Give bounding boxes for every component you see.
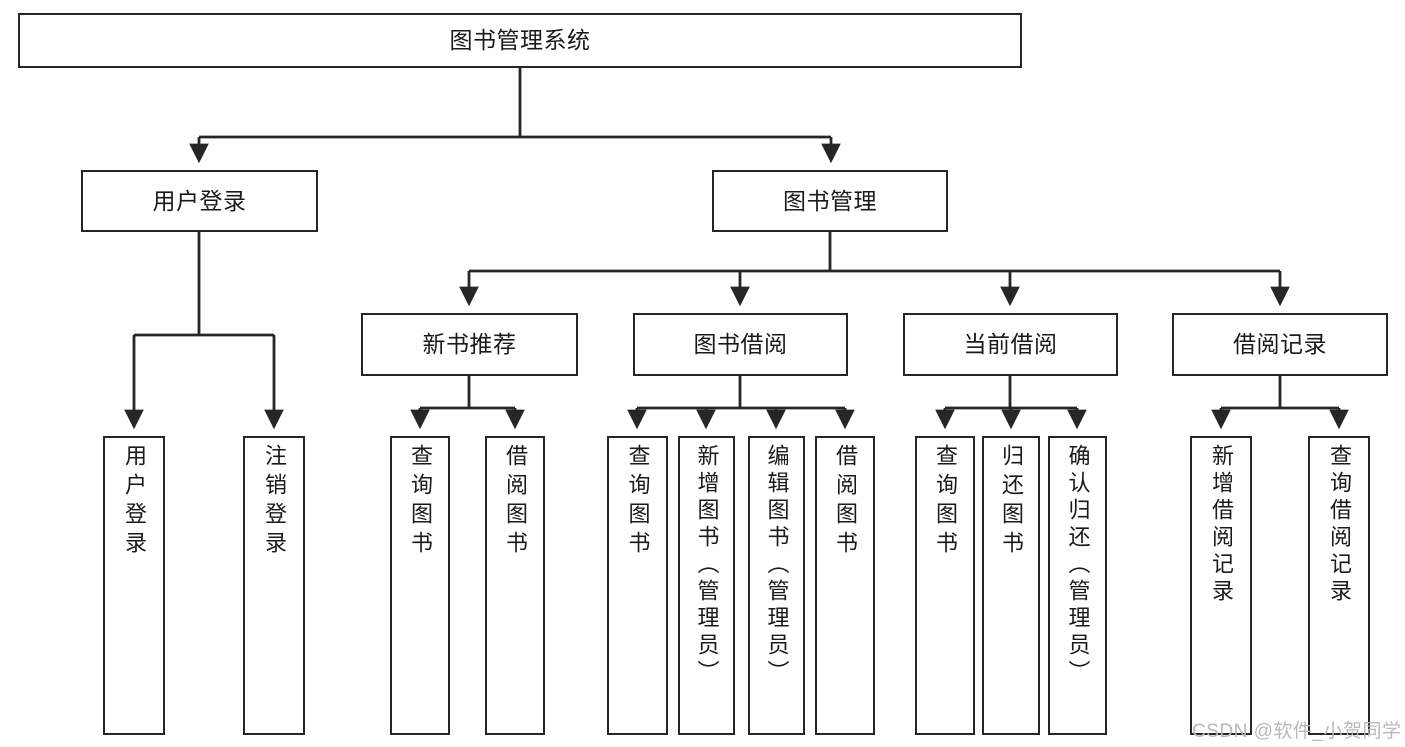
csdn-watermark: CSDN @软件_小贺同学 (1192, 721, 1402, 742)
node-user-login-label: 用户登录 (152, 187, 247, 214)
node-user-login[interactable]: 用户登录 (81, 170, 318, 232)
node-leaf-user-login[interactable]: 用户登录 (103, 436, 165, 735)
node-leaf-add-record[interactable]: 新增借阅记录 (1190, 436, 1252, 735)
node-book-manage-label: 图书管理 (783, 187, 877, 214)
node-leaf-query-book-bb-label: 查询图书 (625, 444, 651, 560)
node-leaf-query-book-rec[interactable]: 查询图书 (390, 436, 450, 735)
node-leaf-query-record-label: 查询借阅记录 (1327, 444, 1352, 606)
node-leaf-edit-book-label: 编辑图书（管理员） (764, 444, 790, 687)
node-leaf-return-book[interactable]: 归还图书 (982, 436, 1040, 735)
node-leaf-add-book-label: 新增图书（管理员） (694, 444, 720, 687)
node-leaf-confirm-return[interactable]: 确认归还（管理员） (1048, 436, 1107, 735)
node-leaf-query-book-bb[interactable]: 查询图书 (607, 436, 668, 735)
node-leaf-query-record[interactable]: 查询借阅记录 (1308, 436, 1370, 735)
node-book-borrow[interactable]: 图书借阅 (633, 313, 848, 376)
node-borrow-record-label: 借阅记录 (1233, 331, 1327, 358)
node-leaf-add-book[interactable]: 新增图书（管理员） (678, 436, 735, 735)
node-root-label: 图书管理系统 (449, 27, 591, 54)
node-leaf-return-book-label: 归还图书 (999, 444, 1024, 560)
node-leaf-user-logout-label: 注销登录 (262, 444, 287, 560)
node-leaf-user-logout[interactable]: 注销登录 (243, 436, 305, 735)
node-leaf-query-book-cb[interactable]: 查询图书 (915, 436, 975, 735)
node-new-book-recommend-label: 新书推荐 (422, 331, 517, 358)
node-book-borrow-label: 图书借阅 (693, 331, 788, 358)
node-leaf-borrow-book-rec[interactable]: 借阅图书 (485, 436, 545, 735)
node-leaf-confirm-return-label: 确认归还（管理员） (1065, 444, 1091, 687)
node-leaf-edit-book[interactable]: 编辑图书（管理员） (748, 436, 805, 735)
node-book-manage[interactable]: 图书管理 (712, 170, 948, 232)
node-leaf-borrow-book-bb-label: 借阅图书 (833, 444, 858, 560)
node-leaf-user-login-label: 用户登录 (122, 444, 147, 560)
node-leaf-borrow-book-bb[interactable]: 借阅图书 (815, 436, 875, 735)
node-borrow-record[interactable]: 借阅记录 (1172, 313, 1388, 376)
node-root[interactable]: 图书管理系统 (18, 13, 1022, 68)
node-leaf-add-record-label: 新增借阅记录 (1209, 444, 1234, 606)
node-leaf-borrow-book-rec-label: 借阅图书 (503, 444, 528, 560)
node-current-borrow[interactable]: 当前借阅 (903, 313, 1118, 376)
node-new-book-recommend[interactable]: 新书推荐 (361, 313, 578, 376)
node-leaf-query-book-cb-label: 查询图书 (933, 444, 958, 560)
node-current-borrow-label: 当前借阅 (963, 331, 1058, 358)
node-leaf-query-book-rec-label: 查询图书 (408, 444, 433, 560)
